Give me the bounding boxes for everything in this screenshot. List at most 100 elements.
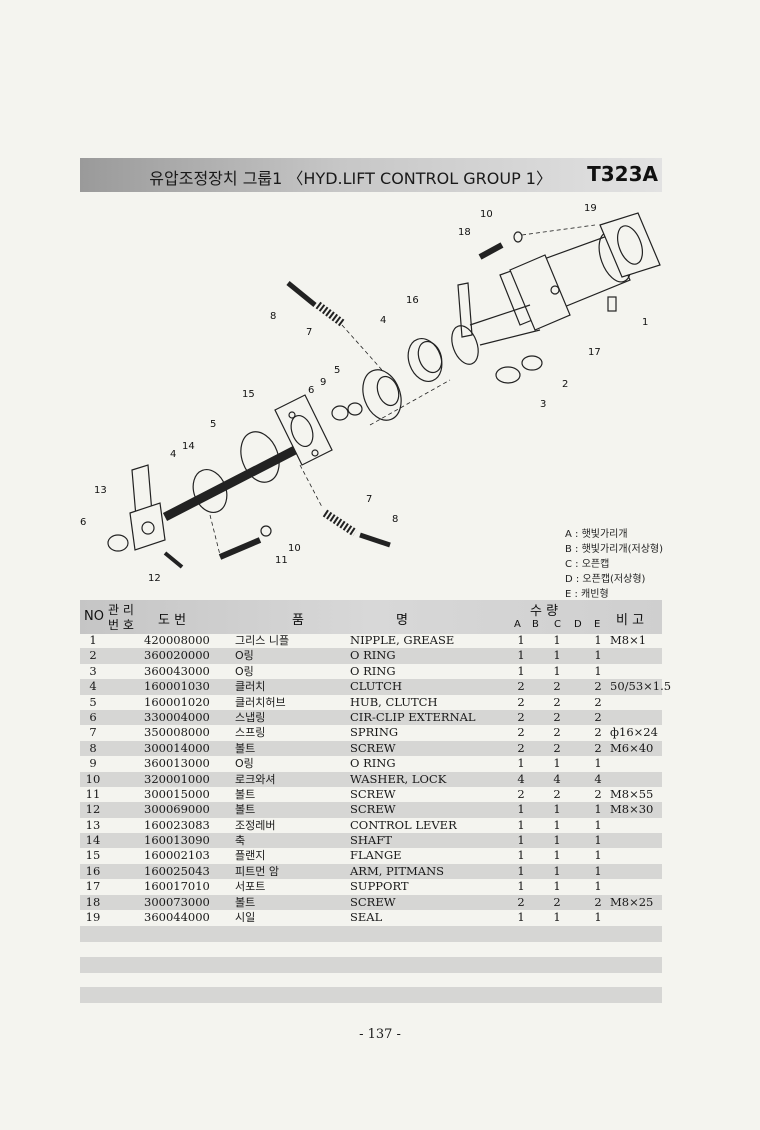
callout-number: 9: [320, 377, 326, 388]
title-banner: 유압조정장치 그룹1 〈HYD.LIFT CONTROL GROUP 1〉 T3…: [80, 158, 662, 192]
cell-remark: M8×1: [610, 633, 647, 647]
cell-part: 330004000: [144, 709, 210, 724]
cell-en: SCREW: [350, 740, 396, 755]
cell-a: 1: [517, 817, 525, 832]
callout-number: 15: [242, 389, 255, 400]
header-qty: 수 량: [530, 604, 559, 619]
cell-a: 4: [517, 771, 525, 786]
callout-number: 6: [80, 517, 86, 528]
cell-d: 2: [594, 894, 602, 909]
cell-en: WASHER, LOCK: [350, 771, 447, 786]
header-remark: 비 고: [616, 613, 645, 628]
cell-a: 2: [517, 894, 525, 909]
callout-number: 5: [334, 365, 340, 376]
cell-en: CLUTCH: [350, 679, 402, 694]
cell-b: 1: [553, 848, 561, 863]
cell-ko: 로크와셔: [235, 772, 276, 786]
header-qty-e: E: [594, 619, 601, 630]
cell-a: 1: [517, 833, 525, 848]
cell-remark: 50/53×1.5: [610, 679, 672, 694]
cell-no: 4: [89, 679, 97, 694]
cell-b: 1: [553, 802, 561, 817]
cell-a: 1: [517, 879, 525, 894]
cell-en: FLANGE: [350, 848, 402, 863]
cell-ko: 볼트: [235, 787, 256, 801]
cell-part: 160001020: [144, 694, 210, 709]
cell-d: 2: [594, 740, 602, 755]
callout-number: 4: [170, 449, 176, 460]
cell-en: SCREW: [350, 894, 396, 909]
cell-ko: 시일: [235, 911, 256, 925]
control-lever-part: [129, 464, 166, 551]
cell-b: 2: [553, 894, 561, 909]
empty-row-band: [80, 926, 662, 942]
cell-a: 2: [517, 786, 525, 801]
cell-no: 17: [85, 879, 101, 894]
cell-en: NIPPLE, GREASE: [350, 633, 455, 647]
cell-remark: M8×55: [610, 786, 654, 801]
cell-b: 2: [553, 709, 561, 724]
cell-d: 1: [594, 910, 602, 925]
cell-part: 360043000: [144, 663, 210, 678]
cell-part: 420008000: [144, 633, 210, 647]
cell-b: 1: [553, 648, 561, 663]
header-no: NO: [84, 609, 104, 624]
callout-number: 10: [288, 543, 301, 554]
cell-ko: 서포트: [235, 880, 266, 894]
cell-b: 1: [553, 863, 561, 878]
cell-part: 320001000: [144, 771, 210, 786]
cell-remark: M8×25: [610, 894, 654, 909]
pitman-arm-part: [451, 282, 479, 365]
cell-part: 360044000: [144, 910, 210, 925]
cell-en: CIR-CLIP EXTERNAL: [350, 709, 476, 724]
cell-no: 11: [85, 786, 101, 801]
cell-en: SUPPORT: [350, 879, 409, 894]
cell-b: 1: [553, 633, 561, 647]
cell-no: 7: [89, 725, 97, 740]
cell-ko: 스냅링: [235, 710, 266, 724]
cell-part: 300014000: [144, 740, 210, 755]
cell-a: 1: [517, 633, 525, 647]
cell-b: 1: [553, 910, 561, 925]
callout-number: 7: [366, 494, 372, 505]
cell-d: 1: [594, 817, 602, 832]
cell-ko: 축: [235, 834, 246, 848]
cell-d: 4: [594, 771, 602, 786]
callout-number: 13: [94, 485, 107, 496]
cell-part: 160013090: [144, 833, 210, 848]
cell-a: 1: [517, 648, 525, 663]
cell-no: 19: [85, 910, 101, 925]
cell-no: 1: [89, 633, 97, 647]
callout-number: 3: [540, 399, 546, 410]
cell-d: 1: [594, 848, 602, 863]
cell-d: 1: [594, 833, 602, 848]
callout-number: 17: [588, 347, 601, 358]
cell-ko: 볼트: [235, 895, 256, 909]
cell-en: SHAFT: [350, 833, 392, 848]
cell-d: 1: [594, 802, 602, 817]
cell-b: 2: [553, 740, 561, 755]
cell-no: 14: [85, 833, 101, 848]
cell-d: 1: [594, 879, 602, 894]
callout-number: 10: [480, 209, 493, 220]
cell-b: 2: [553, 786, 561, 801]
cell-a: 1: [517, 910, 525, 925]
cell-a: 1: [517, 802, 525, 817]
cell-b: 4: [553, 771, 561, 786]
callout-number: 7: [306, 327, 312, 338]
cell-no: 6: [89, 709, 97, 724]
cell-ko: O링: [235, 664, 254, 678]
cell-remark: M6×40: [610, 740, 654, 755]
cell-b: 2: [553, 725, 561, 740]
cell-ko: 볼트: [235, 741, 256, 755]
cell-no: 9: [89, 756, 97, 771]
